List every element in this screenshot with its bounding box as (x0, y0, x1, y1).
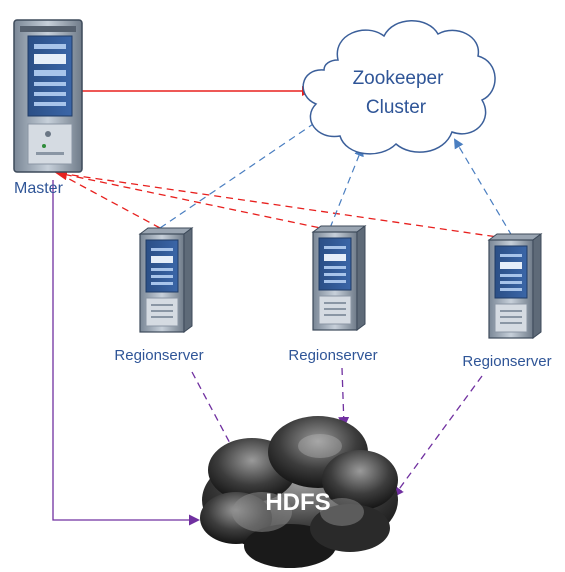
rs2-to-hdfs-arrow (338, 367, 350, 428)
server-tower-icon (488, 233, 542, 339)
rs3-to-hdfs-arrow (392, 375, 483, 498)
server-tower-icon (312, 225, 366, 331)
regionserver-2-node[interactable]: Regionserver (288, 225, 378, 364)
rs3-to-master-arrow (55, 168, 519, 241)
hdfs-label: HDFS (265, 489, 330, 516)
rs2-to-master-arrow (57, 172, 331, 231)
regionserver-label: Regionserver (462, 353, 551, 370)
server-tower-icon (13, 19, 83, 173)
master-label: Master (14, 180, 64, 197)
regionserver-3-node[interactable]: Regionserver (462, 233, 552, 370)
rs3-to-zookeeper-arrow (453, 138, 513, 237)
server-tower-icon (139, 227, 193, 333)
rs1-to-zookeeper-arrow (159, 116, 324, 229)
zookeeper-label-line1: Zookeeper (353, 68, 445, 89)
master-to-hdfs-arrow (52, 180, 200, 526)
dark-cloud-icon (200, 416, 398, 568)
master-node[interactable]: Master (13, 19, 83, 197)
regionserver-label: Regionserver (114, 347, 203, 364)
connectors (52, 86, 519, 526)
rs2-to-zookeeper-arrow (329, 146, 364, 229)
zookeeper-node[interactable]: Zookeeper Cluster (302, 20, 496, 155)
rs1-to-master-arrow (57, 172, 161, 229)
regionserver-1-node[interactable]: Regionserver (114, 227, 204, 364)
cloud-icon (302, 20, 496, 155)
hdfs-node[interactable]: HDFS (200, 416, 398, 568)
regionserver-label: Regionserver (288, 347, 377, 364)
zookeeper-label-line2: Cluster (366, 97, 427, 118)
